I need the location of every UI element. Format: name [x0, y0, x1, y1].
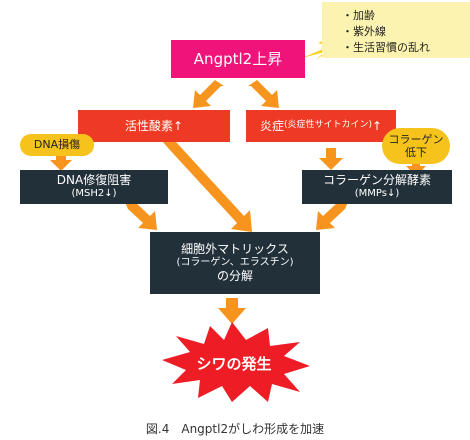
arrow-dnarepair-to-ecm [125, 202, 157, 230]
arrow-dnadamage-to-dnarepair [50, 154, 72, 171]
root-node-angptl2: Angptl2上昇 [171, 40, 305, 78]
root-node-label: Angptl2上昇 [193, 49, 283, 68]
dna-damage-pill: DNA損傷 [20, 134, 94, 156]
dna-repair-sub: (MSH2↓) [71, 188, 117, 200]
inflammation-suffix: ↑ [371, 118, 383, 133]
arrow-inflammation-to-enzyme [319, 148, 343, 170]
figure-caption: 図.4 Angptl2がしわ形成を加速 [145, 422, 325, 436]
dna-repair-node: DNA修復阻害 (MSH2↓) [20, 170, 168, 204]
factor-item: 加齢 [342, 8, 462, 24]
factor-item: 紫外線 [342, 24, 462, 40]
ecm-node: 細胞外マトリックス (コラーゲン、エラスチン) の分解 [150, 232, 320, 294]
inflammation-label: 炎症 [259, 118, 284, 133]
factor-item: 生活習慣の乱れ [342, 40, 462, 56]
collagen-enzyme-sub: (MMPs↓) [354, 188, 400, 200]
collagen-decrease-line1: コラーゲン [388, 132, 444, 146]
collagen-enzyme-label: コラーゲン分解酵素 [322, 173, 431, 188]
arrow-oxidative-to-ecm [163, 142, 252, 232]
ecm-line2: (コラーゲン、エラスチン) [176, 256, 294, 268]
arrow-root-to-inflammation [248, 80, 279, 108]
arrow-ecm-to-result [218, 298, 246, 324]
factors-note: 加齢 紫外線 生活習慣の乱れ [322, 2, 470, 58]
oxidative-node: 活性酸素↑ [78, 110, 230, 142]
ecm-line3: の分解 [216, 269, 253, 284]
collagen-decrease-line2: 低下 [405, 146, 427, 159]
ecm-line1: 細胞外マトリックス [181, 241, 289, 256]
factors-list: 加齢 紫外線 生活習慣の乱れ [342, 8, 462, 56]
inflammation-node: 炎症 (炎症性サイトカイン) ↑ [246, 110, 396, 142]
oxidative-label: 活性酸素↑ [124, 118, 184, 133]
collagen-enzyme-node: コラーゲン分解酵素 (MMPs↓) [302, 170, 452, 204]
inflammation-detail: (炎症性サイトカイン) [283, 120, 372, 131]
arrow-collagendecrease-to-enzyme [406, 162, 426, 176]
dna-damage-label: DNA損傷 [33, 138, 81, 152]
arrow-enzyme-to-ecm [316, 202, 348, 230]
arrow-root-to-oxidative [193, 80, 224, 108]
dna-repair-label: DNA修復阻害 [56, 173, 132, 188]
result-label: シワの発生 [196, 355, 272, 373]
collagen-decrease-pill: コラーゲン 低下 [382, 128, 450, 164]
starburst-shape [162, 322, 310, 402]
